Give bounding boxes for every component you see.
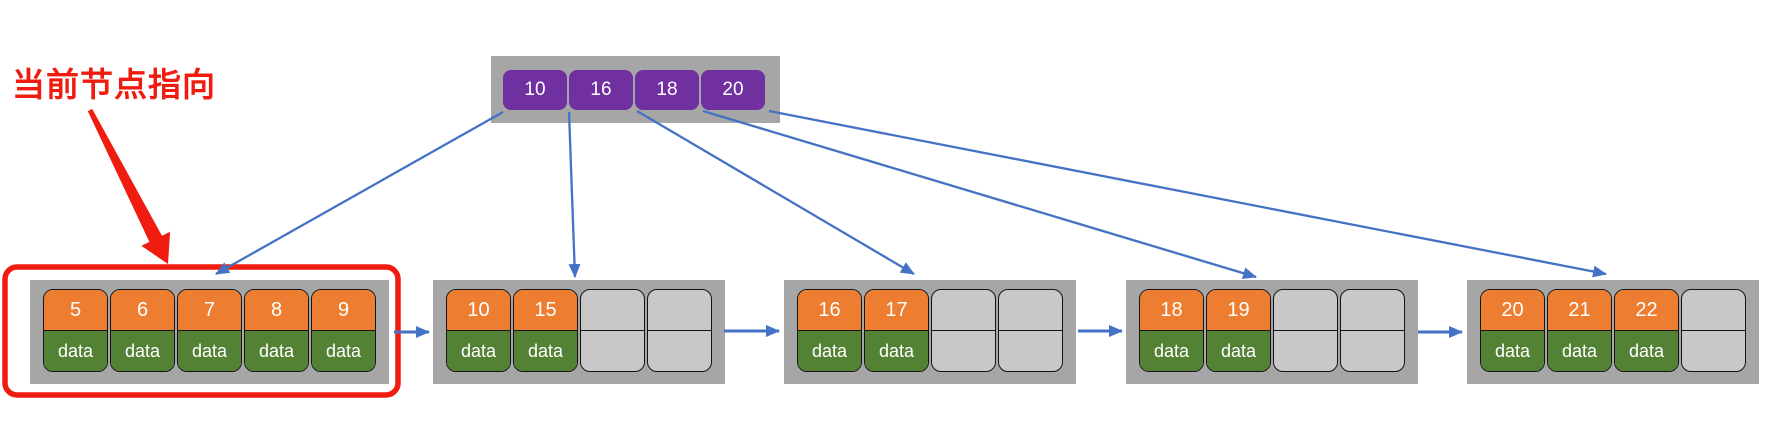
leaf-key-value: 10 bbox=[447, 290, 510, 331]
leaf-empty-cell bbox=[580, 289, 645, 372]
root-key-cell: 20 bbox=[701, 70, 765, 110]
leaf-key-value: 18 bbox=[1140, 290, 1203, 331]
leaf-empty-data-slot bbox=[1682, 331, 1745, 371]
leaf-key-value: 15 bbox=[514, 290, 577, 331]
root-pointer-to-leaf-5-icon bbox=[768, 109, 1607, 278]
leaf-empty-key-slot bbox=[1341, 290, 1404, 331]
leaf-empty-key-slot bbox=[999, 290, 1062, 331]
leaf-data-label: data bbox=[447, 331, 510, 371]
current-node-arrow-icon bbox=[87, 108, 171, 265]
leaf-key-value: 8 bbox=[245, 290, 308, 331]
leaf-key-value: 16 bbox=[798, 290, 861, 331]
leaf-empty-data-slot bbox=[932, 331, 995, 371]
leaf-empty-data-slot bbox=[581, 331, 644, 371]
leaf-data-label: data bbox=[798, 331, 861, 371]
leaf-empty-key-slot bbox=[1682, 290, 1745, 331]
leaf-data-label: data bbox=[1615, 331, 1678, 371]
leaf-empty-cell bbox=[1340, 289, 1405, 372]
leaf-empty-data-slot bbox=[1341, 331, 1404, 371]
leaf-data-label: data bbox=[245, 331, 308, 371]
root-pointer-to-leaf-2-icon bbox=[567, 111, 581, 278]
leaf-empty-data-slot bbox=[648, 331, 711, 371]
root-key-cell: 16 bbox=[569, 70, 633, 110]
leaf-empty-cell bbox=[998, 289, 1063, 372]
leaf-data-label: data bbox=[1548, 331, 1611, 371]
leaf-data-label: data bbox=[1207, 331, 1270, 371]
leaf-key-value: 20 bbox=[1481, 290, 1544, 331]
leaf-key-value: 6 bbox=[111, 290, 174, 331]
leaf-empty-data-slot bbox=[999, 331, 1062, 371]
leaf-data-label: data bbox=[514, 331, 577, 371]
leaf-data-label: data bbox=[1481, 331, 1544, 371]
leaf-key-value: 7 bbox=[178, 290, 241, 331]
leaf-empty-cell bbox=[647, 289, 712, 372]
leaf-empty-key-slot bbox=[1274, 290, 1337, 331]
current-node-label: 当前节点指向 bbox=[12, 66, 216, 103]
leaf-key-value: 21 bbox=[1548, 290, 1611, 331]
leaf-data-label: data bbox=[312, 331, 375, 371]
leaf-data-label: data bbox=[1140, 331, 1203, 371]
leaf-key-value: 22 bbox=[1615, 290, 1678, 331]
leaf-data-label: data bbox=[44, 331, 107, 371]
leaf-key-value: 5 bbox=[44, 290, 107, 331]
root-pointer-to-leaf-4-icon bbox=[702, 109, 1257, 280]
leaf-data-label: data bbox=[111, 331, 174, 371]
leaf-empty-key-slot bbox=[581, 290, 644, 331]
root-key-cell: 10 bbox=[503, 70, 567, 110]
leaf-empty-cell bbox=[1681, 289, 1746, 372]
leaf-empty-cell bbox=[1273, 289, 1338, 372]
leaf-empty-cell bbox=[931, 289, 996, 372]
leaf-data-label: data bbox=[865, 331, 928, 371]
leaf-key-value: 19 bbox=[1207, 290, 1270, 331]
root-key-cell: 18 bbox=[635, 70, 699, 110]
leaf-key-value: 9 bbox=[312, 290, 375, 331]
leaf-empty-key-slot bbox=[932, 290, 995, 331]
leaf-key-value: 17 bbox=[865, 290, 928, 331]
leaf-empty-data-slot bbox=[1274, 331, 1337, 371]
leaf-data-label: data bbox=[178, 331, 241, 371]
leaf-empty-key-slot bbox=[648, 290, 711, 331]
root-pointer-to-leaf-1-icon bbox=[215, 110, 504, 276]
root-pointer-to-leaf-3-icon bbox=[636, 110, 915, 275]
